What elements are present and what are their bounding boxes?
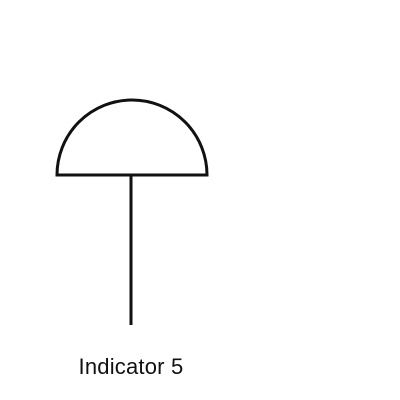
indicator-label: Indicator 5	[78, 354, 184, 379]
indicator-dome	[55, 98, 209, 177]
